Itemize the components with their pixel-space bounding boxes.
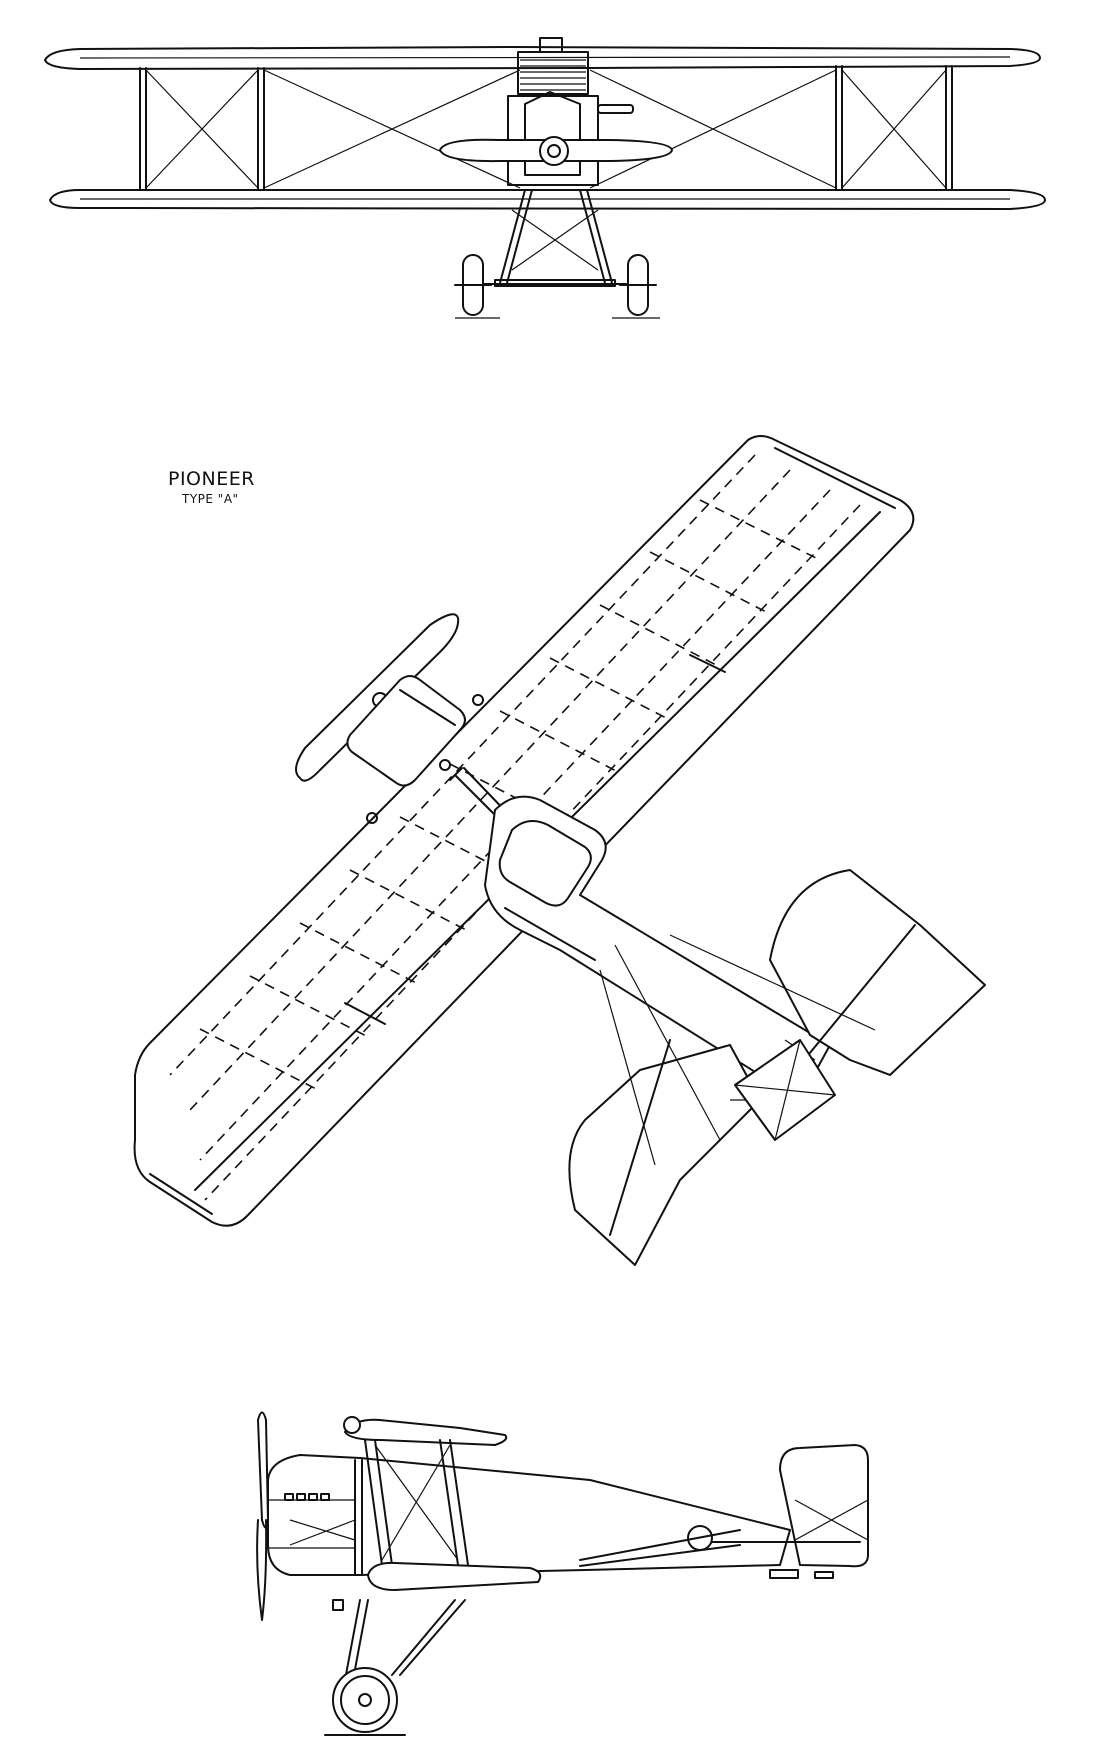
drawing-subtitle: TYPE "A"	[182, 492, 239, 506]
front-bracing-wires	[145, 69, 947, 189]
side-struts	[364, 1439, 469, 1566]
side-upper-wing	[344, 1418, 508, 1446]
drawing-title: PIONEER	[168, 468, 255, 490]
front-propeller	[439, 136, 673, 166]
front-undercarriage	[454, 189, 660, 319]
front-fuselage	[507, 37, 634, 186]
side-propeller	[257, 1411, 269, 1529]
plan-fuselage	[484, 795, 831, 1101]
plan-wing	[133, 435, 915, 1227]
title-block: PIONEER TYPE "A"	[168, 468, 255, 506]
side-tail	[579, 1444, 869, 1579]
side-lower-wing	[367, 1561, 542, 1591]
side-fuselage	[267, 1454, 791, 1576]
side-undercarriage	[324, 1599, 466, 1736]
plan-view	[133, 435, 986, 1266]
plan-tailplane-left	[568, 944, 761, 1266]
front-struts	[139, 65, 953, 191]
side-view	[256, 1411, 869, 1736]
plan-engine	[346, 675, 484, 824]
front-view	[44, 37, 1046, 319]
plan-tail-box	[734, 1039, 836, 1141]
front-upper-wing	[44, 46, 1041, 70]
front-lower-wing	[49, 189, 1046, 210]
